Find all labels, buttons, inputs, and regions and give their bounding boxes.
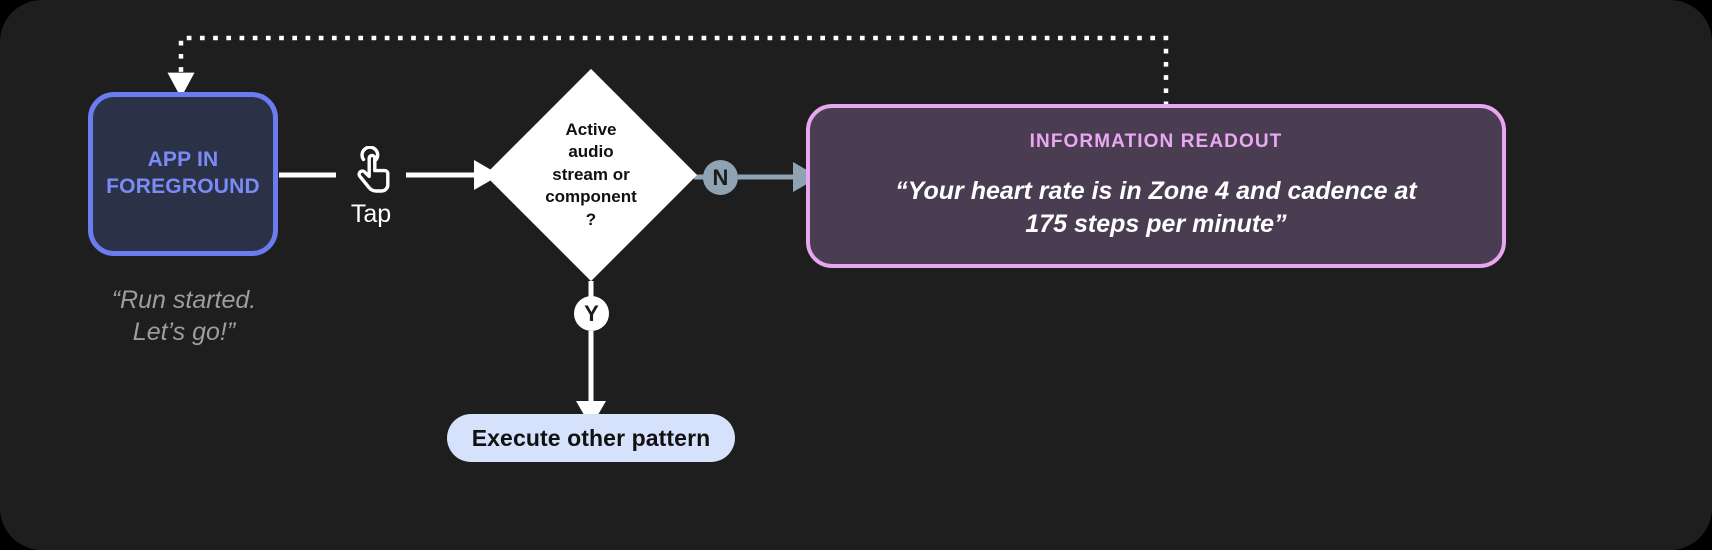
decision-line-5: ? (585, 209, 597, 229)
tap-label: Tap (350, 200, 392, 228)
tap-hand-icon (357, 146, 390, 193)
app-in-foreground-label: APP IN FOREGROUND (106, 147, 260, 201)
decision-line-2: audio (568, 142, 614, 162)
app-label-line-2: FOREGROUND (106, 175, 260, 198)
readout-body-line-1: “Your heart rate is in Zone 4 and cadenc… (895, 176, 1417, 205)
gesture-tap[interactable]: Tap (335, 146, 407, 227)
branch-badge-yes-label: Y (584, 300, 599, 326)
app-box-caption: “Run started. Let’s go!” (60, 284, 308, 348)
app-label-line-1: APP IN (147, 148, 219, 172)
app-caption-line-1: “Run started. (111, 286, 257, 314)
node-decision-active-audio[interactable]: Active audio stream or component ? (484, 68, 698, 282)
branch-badge-yes: Y (574, 296, 609, 331)
execute-other-pattern-label: Execute other pattern (471, 424, 711, 451)
decision-line-3: stream or (552, 164, 630, 184)
app-caption-line-2: Let’s go!” (132, 318, 236, 346)
readout-title: INFORMATION READOUT (1029, 130, 1283, 152)
node-app-in-foreground[interactable]: APP IN FOREGROUND (88, 92, 278, 256)
branch-badge-no-label: N (712, 164, 729, 190)
readout-body-line-2: 175 steps per minute” (1025, 210, 1287, 238)
decision-line-4: component (545, 187, 637, 207)
node-information-readout[interactable]: INFORMATION READOUT “Your heart rate is … (806, 104, 1506, 268)
node-execute-other-pattern[interactable]: Execute other pattern (447, 414, 735, 462)
decision-line-1: Active (565, 119, 617, 139)
readout-body: “Your heart rate is in Zone 4 and cadenc… (895, 175, 1416, 242)
branch-badge-no: N (703, 160, 738, 195)
decision-label: Active audio stream or component ? (485, 69, 697, 281)
